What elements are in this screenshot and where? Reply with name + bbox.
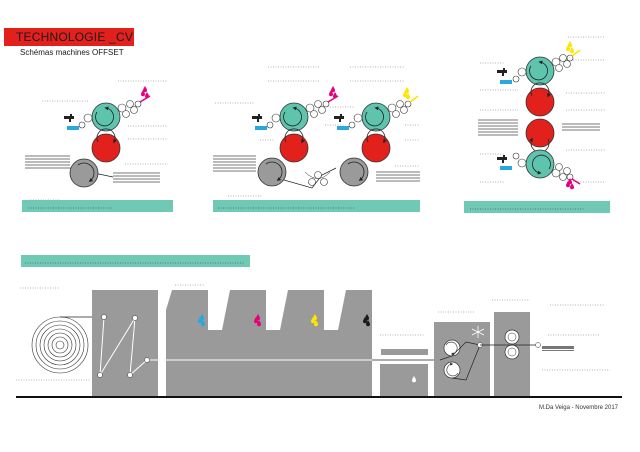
paper-reel [31, 316, 89, 374]
label-bar-4 [21, 255, 250, 267]
page-title: TECHNOLOGIE _CV [16, 30, 134, 44]
water-tap-icon [497, 68, 507, 76]
water-tap-icon [497, 155, 507, 163]
press-unit-double [213, 66, 420, 212]
water-tank [380, 364, 428, 396]
plate-cylinder [91, 102, 121, 132]
label-bar-1 [22, 200, 173, 212]
press-unit-single [22, 80, 173, 212]
label-bar-2 [213, 200, 420, 212]
printing-towers [166, 290, 372, 396]
water-tap-icon [64, 114, 74, 122]
label-bar-3 [464, 201, 610, 213]
press-unit-perfecting [464, 36, 610, 213]
web-offset-press [16, 255, 622, 398]
page-subtitle: Schémas machines OFFSET [20, 48, 124, 57]
author-credit: M.Da Veiga - Novembre 2017 [538, 405, 618, 411]
ink-droplets-icon [141, 86, 149, 99]
drying-snowflake-icon [471, 326, 485, 338]
water-tap-icon [252, 114, 262, 122]
blanket-cylinder [91, 133, 121, 163]
water-tap-icon [334, 114, 344, 122]
infeed-unit [92, 290, 158, 396]
title-box [4, 28, 134, 46]
